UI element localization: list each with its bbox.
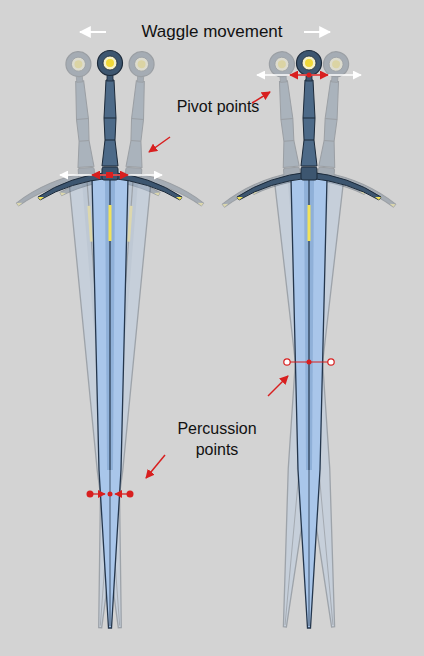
sword bbox=[237, 51, 381, 629]
callout-label: Pivot points bbox=[173, 96, 263, 117]
leader-arrow bbox=[146, 455, 165, 478]
direction-arrow bbox=[304, 31, 330, 33]
percussion-marker bbox=[328, 359, 334, 365]
percussion-marker bbox=[284, 359, 290, 365]
pivot-point bbox=[307, 73, 312, 78]
leader-arrow bbox=[268, 376, 288, 396]
callout-label: Percussion points bbox=[167, 418, 267, 460]
diagram-title: Waggle movement bbox=[117, 21, 307, 43]
sword-ghost bbox=[6, 46, 192, 632]
sword-ghost bbox=[213, 45, 409, 633]
percussion-point bbox=[307, 360, 312, 365]
movement-arrow bbox=[93, 493, 105, 494]
percussion-point bbox=[108, 492, 113, 497]
sword-ghost bbox=[209, 45, 405, 633]
pivot-point bbox=[106, 172, 113, 178]
sword bbox=[38, 51, 182, 629]
direction-arrow bbox=[80, 31, 106, 33]
leader-arrow bbox=[149, 137, 170, 152]
percussion-marker bbox=[127, 491, 134, 498]
percussion-marker bbox=[87, 491, 94, 498]
movement-arrow bbox=[115, 493, 127, 494]
sword-ghost bbox=[28, 46, 214, 632]
